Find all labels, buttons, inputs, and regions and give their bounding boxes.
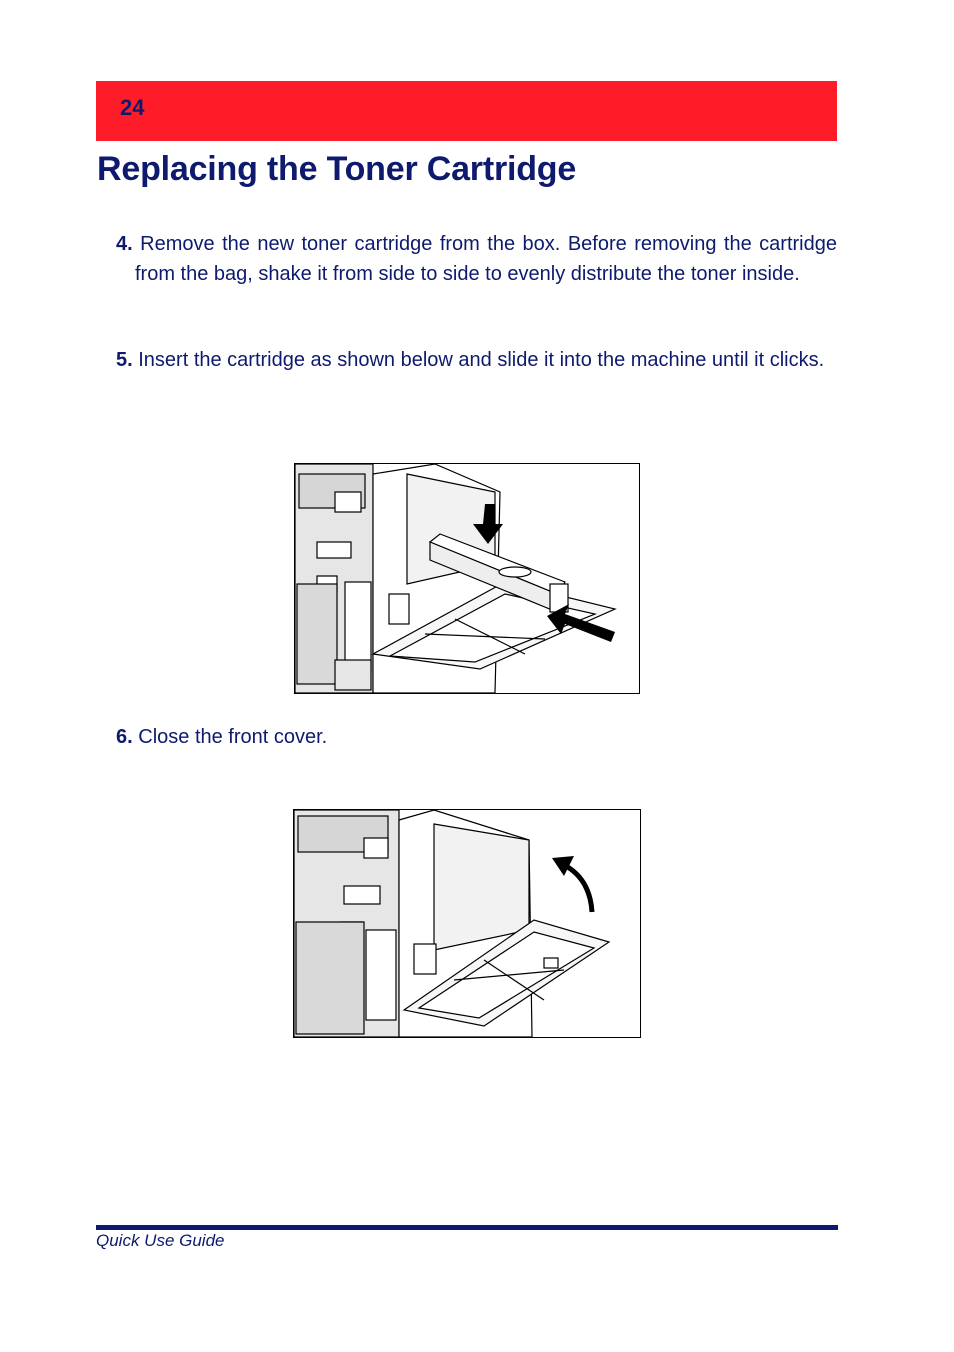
step-text: Insert the cartridge as shown below and … — [138, 349, 825, 371]
figure-close-cover — [293, 809, 641, 1038]
footer-rule — [96, 1225, 838, 1230]
step-number: 4. — [116, 233, 133, 255]
page-title: Replacing the Toner Cartridge — [97, 150, 577, 188]
step-number: 6. — [116, 726, 133, 748]
step-number: 5. — [116, 349, 133, 371]
close-cover-illustration — [294, 810, 611, 1037]
page-number: 24 — [120, 95, 145, 120]
header-bar: 24 — [96, 81, 837, 141]
step-5: 5. Insert the cartridge as shown below a… — [116, 346, 837, 376]
step-text: Remove the new toner cartridge from the … — [135, 233, 837, 285]
figure-insert-cartridge — [294, 463, 640, 694]
footer-text: Quick Use Guide — [96, 1231, 225, 1250]
step-text: Close the front cover. — [138, 726, 328, 748]
insert-cartridge-illustration — [295, 464, 617, 693]
step-4: 4. Remove the new toner cartridge from t… — [116, 230, 837, 289]
step-6: 6. Close the front cover. — [116, 723, 837, 753]
